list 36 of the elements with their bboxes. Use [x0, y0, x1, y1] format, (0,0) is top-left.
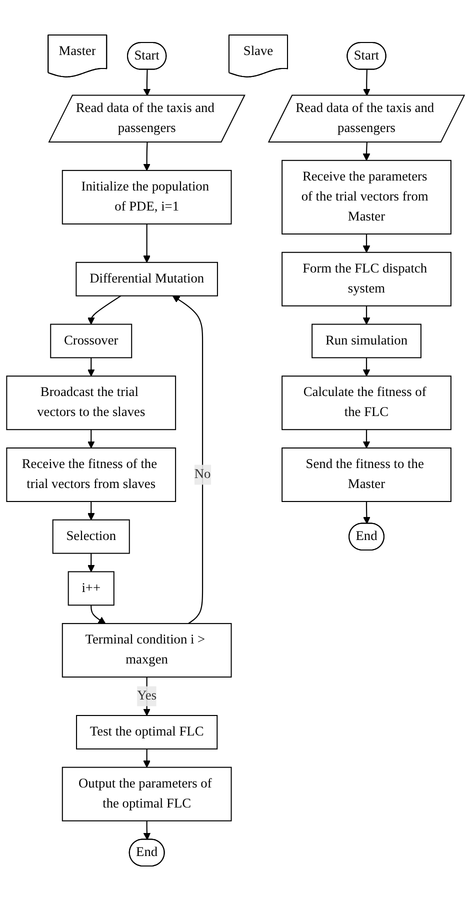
edge-label: No: [194, 467, 211, 482]
node-box: Differential Mutation: [76, 262, 218, 296]
arrow: [143, 70, 151, 96]
arrow: [90, 605, 106, 624]
node-box: Run simulation: [312, 324, 422, 358]
arrow: [87, 358, 95, 376]
arrow: [87, 553, 95, 572]
arrow: [172, 296, 204, 624]
arrow: [362, 430, 370, 448]
arrow: [363, 502, 370, 524]
arrow: [143, 748, 150, 768]
node-box: Receive the fitness of the trial vectors from slaves: [6, 447, 176, 502]
node-box: Broadcast the trial vectors to the slaves: [6, 376, 176, 430]
node-box: i++: [68, 571, 114, 606]
node-box: Send the fitness to the Master: [282, 447, 452, 502]
arrow: [362, 306, 370, 325]
node-box: Calculate the fitness of the FLC: [282, 376, 452, 430]
node-box: Terminal condition i > maxgen: [62, 623, 232, 678]
arrow: [362, 142, 370, 161]
edge-label: Yes: [137, 688, 157, 703]
node-box: Test the optimal FLC: [76, 715, 218, 750]
arrow: [362, 70, 370, 96]
node-box: Output the parameters of the optimal FLC: [62, 766, 232, 822]
arrow: [87, 295, 122, 325]
arrow: [143, 142, 150, 171]
node-box: Form the FLC dispatch system: [282, 252, 452, 306]
arrow: [143, 820, 151, 840]
node-box: Initialize the population of PDE, i=1: [62, 170, 232, 224]
node-box: Selection: [52, 519, 130, 554]
arrow: [87, 502, 95, 520]
arrow: [143, 224, 150, 263]
arrow: [362, 234, 370, 253]
node-box: Crossover: [50, 324, 132, 358]
node-box: Receive the parameters of the trial vectors from Master: [282, 160, 452, 234]
arrow: [87, 430, 95, 448]
arrow: [362, 358, 370, 376]
